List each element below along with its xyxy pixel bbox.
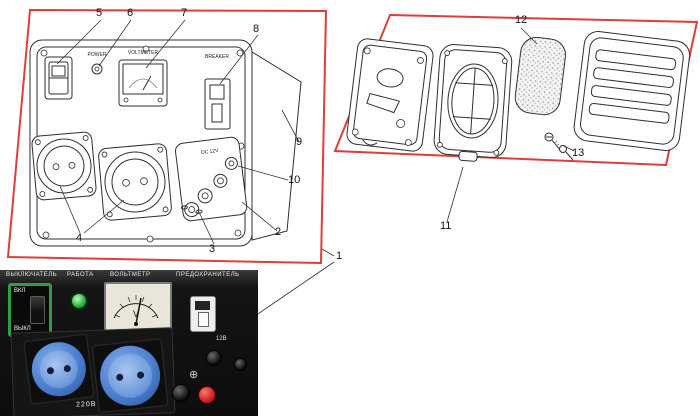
dc-terminal-panel-drawing: DC 12V <box>175 136 248 222</box>
rocker-switch-drawing <box>44 56 73 100</box>
meter-needle <box>135 297 142 325</box>
power-indicator-drawing: POWER <box>88 52 107 75</box>
switch-off-label: ВЫКЛ <box>14 326 31 332</box>
mounting-screws <box>544 132 574 161</box>
callout-10: 10 <box>288 174 301 186</box>
breaker-label-text: BREAKER <box>205 54 229 60</box>
socket-ring <box>97 342 164 409</box>
air-filter-element <box>514 36 567 116</box>
air-filter-exploded-drawing <box>346 31 691 162</box>
meter-unit-label: V <box>133 309 139 319</box>
photo-label-voltmeter: ВОЛЬТМЕТР <box>110 272 151 278</box>
leader-lines <box>56 19 575 319</box>
dc-terminal-red <box>198 386 216 404</box>
air-filter-housing <box>433 44 513 162</box>
ac-socket-right-drawing <box>98 143 172 221</box>
callout-8: 8 <box>253 23 260 35</box>
breaker-lever <box>198 312 209 327</box>
ac-socket-left-photo <box>23 333 95 405</box>
ac-socket-right-photo <box>91 338 169 414</box>
control-panel-photo: ВЫКЛЮЧАТЕЛЬ РАБОТА ВОЛЬТМЕТР ПРЕДОХРАНИТ… <box>0 270 258 416</box>
socket-hole <box>115 372 124 381</box>
panel-side-face <box>251 51 302 241</box>
socket-hole <box>46 366 55 375</box>
socket-ring <box>28 339 89 400</box>
ground-symbol: ⊕ <box>189 369 199 381</box>
callout-7: 7 <box>181 7 188 19</box>
rocker-switch <box>30 296 45 324</box>
photo-label-breaker: ПРЕДОХРАНИТЕЛЬ <box>176 272 240 278</box>
callout-11: 11 <box>440 220 452 232</box>
socket-voltage-label: 220В <box>75 400 97 409</box>
ground-terminal <box>234 358 247 371</box>
red-outline-box-panel <box>6 8 328 265</box>
callout-2: 2 <box>275 226 282 238</box>
dc-terminal-black <box>172 384 190 402</box>
switch-on-label: ВКЛ <box>14 288 26 294</box>
voltmeter-photo: V <box>104 282 172 336</box>
air-filter-cover <box>573 31 691 151</box>
photo-label-run: РАБОТА <box>67 272 94 278</box>
dc-voltage-label: 12В <box>216 336 227 342</box>
circuit-breaker-drawing: BREAKER <box>204 54 231 130</box>
socket-face <box>105 351 155 400</box>
breaker-photo <box>190 296 216 332</box>
dc-label-text: DC 12V <box>201 148 220 156</box>
voltmeter-drawing: VOLTMETER <box>118 50 168 107</box>
callout-9: 9 <box>296 136 303 148</box>
power-switch-photo: ВКЛ ВЫКЛ <box>8 283 52 337</box>
callout-12: 12 <box>515 14 528 26</box>
socket-hole <box>63 364 72 373</box>
voltmeter-face: V <box>113 295 159 326</box>
control-panel-drawing: POWER VOLTMETER BREAKER <box>29 39 302 247</box>
callout-3: 3 <box>209 243 216 255</box>
dc-terminal-knob <box>206 350 222 366</box>
voltmeter-label-text: VOLTMETER <box>128 50 159 56</box>
callout-4: 4 <box>76 232 83 244</box>
callout-5: 5 <box>96 7 103 19</box>
ac-socket-left-drawing <box>31 131 97 201</box>
power-label-text: POWER <box>88 52 107 58</box>
socket-face <box>37 348 81 391</box>
run-indicator-light <box>70 292 88 310</box>
photo-label-switch: ВЫКЛЮЧАТЕЛЬ <box>6 272 58 278</box>
air-filter-backplate <box>346 38 434 152</box>
socket-panel-photo: 220В <box>10 327 176 416</box>
callout-6: 6 <box>127 7 134 19</box>
socket-hole <box>136 370 145 379</box>
callout-13: 13 <box>572 147 585 159</box>
callout-1: 1 <box>336 250 343 262</box>
breaker-window <box>195 301 210 310</box>
